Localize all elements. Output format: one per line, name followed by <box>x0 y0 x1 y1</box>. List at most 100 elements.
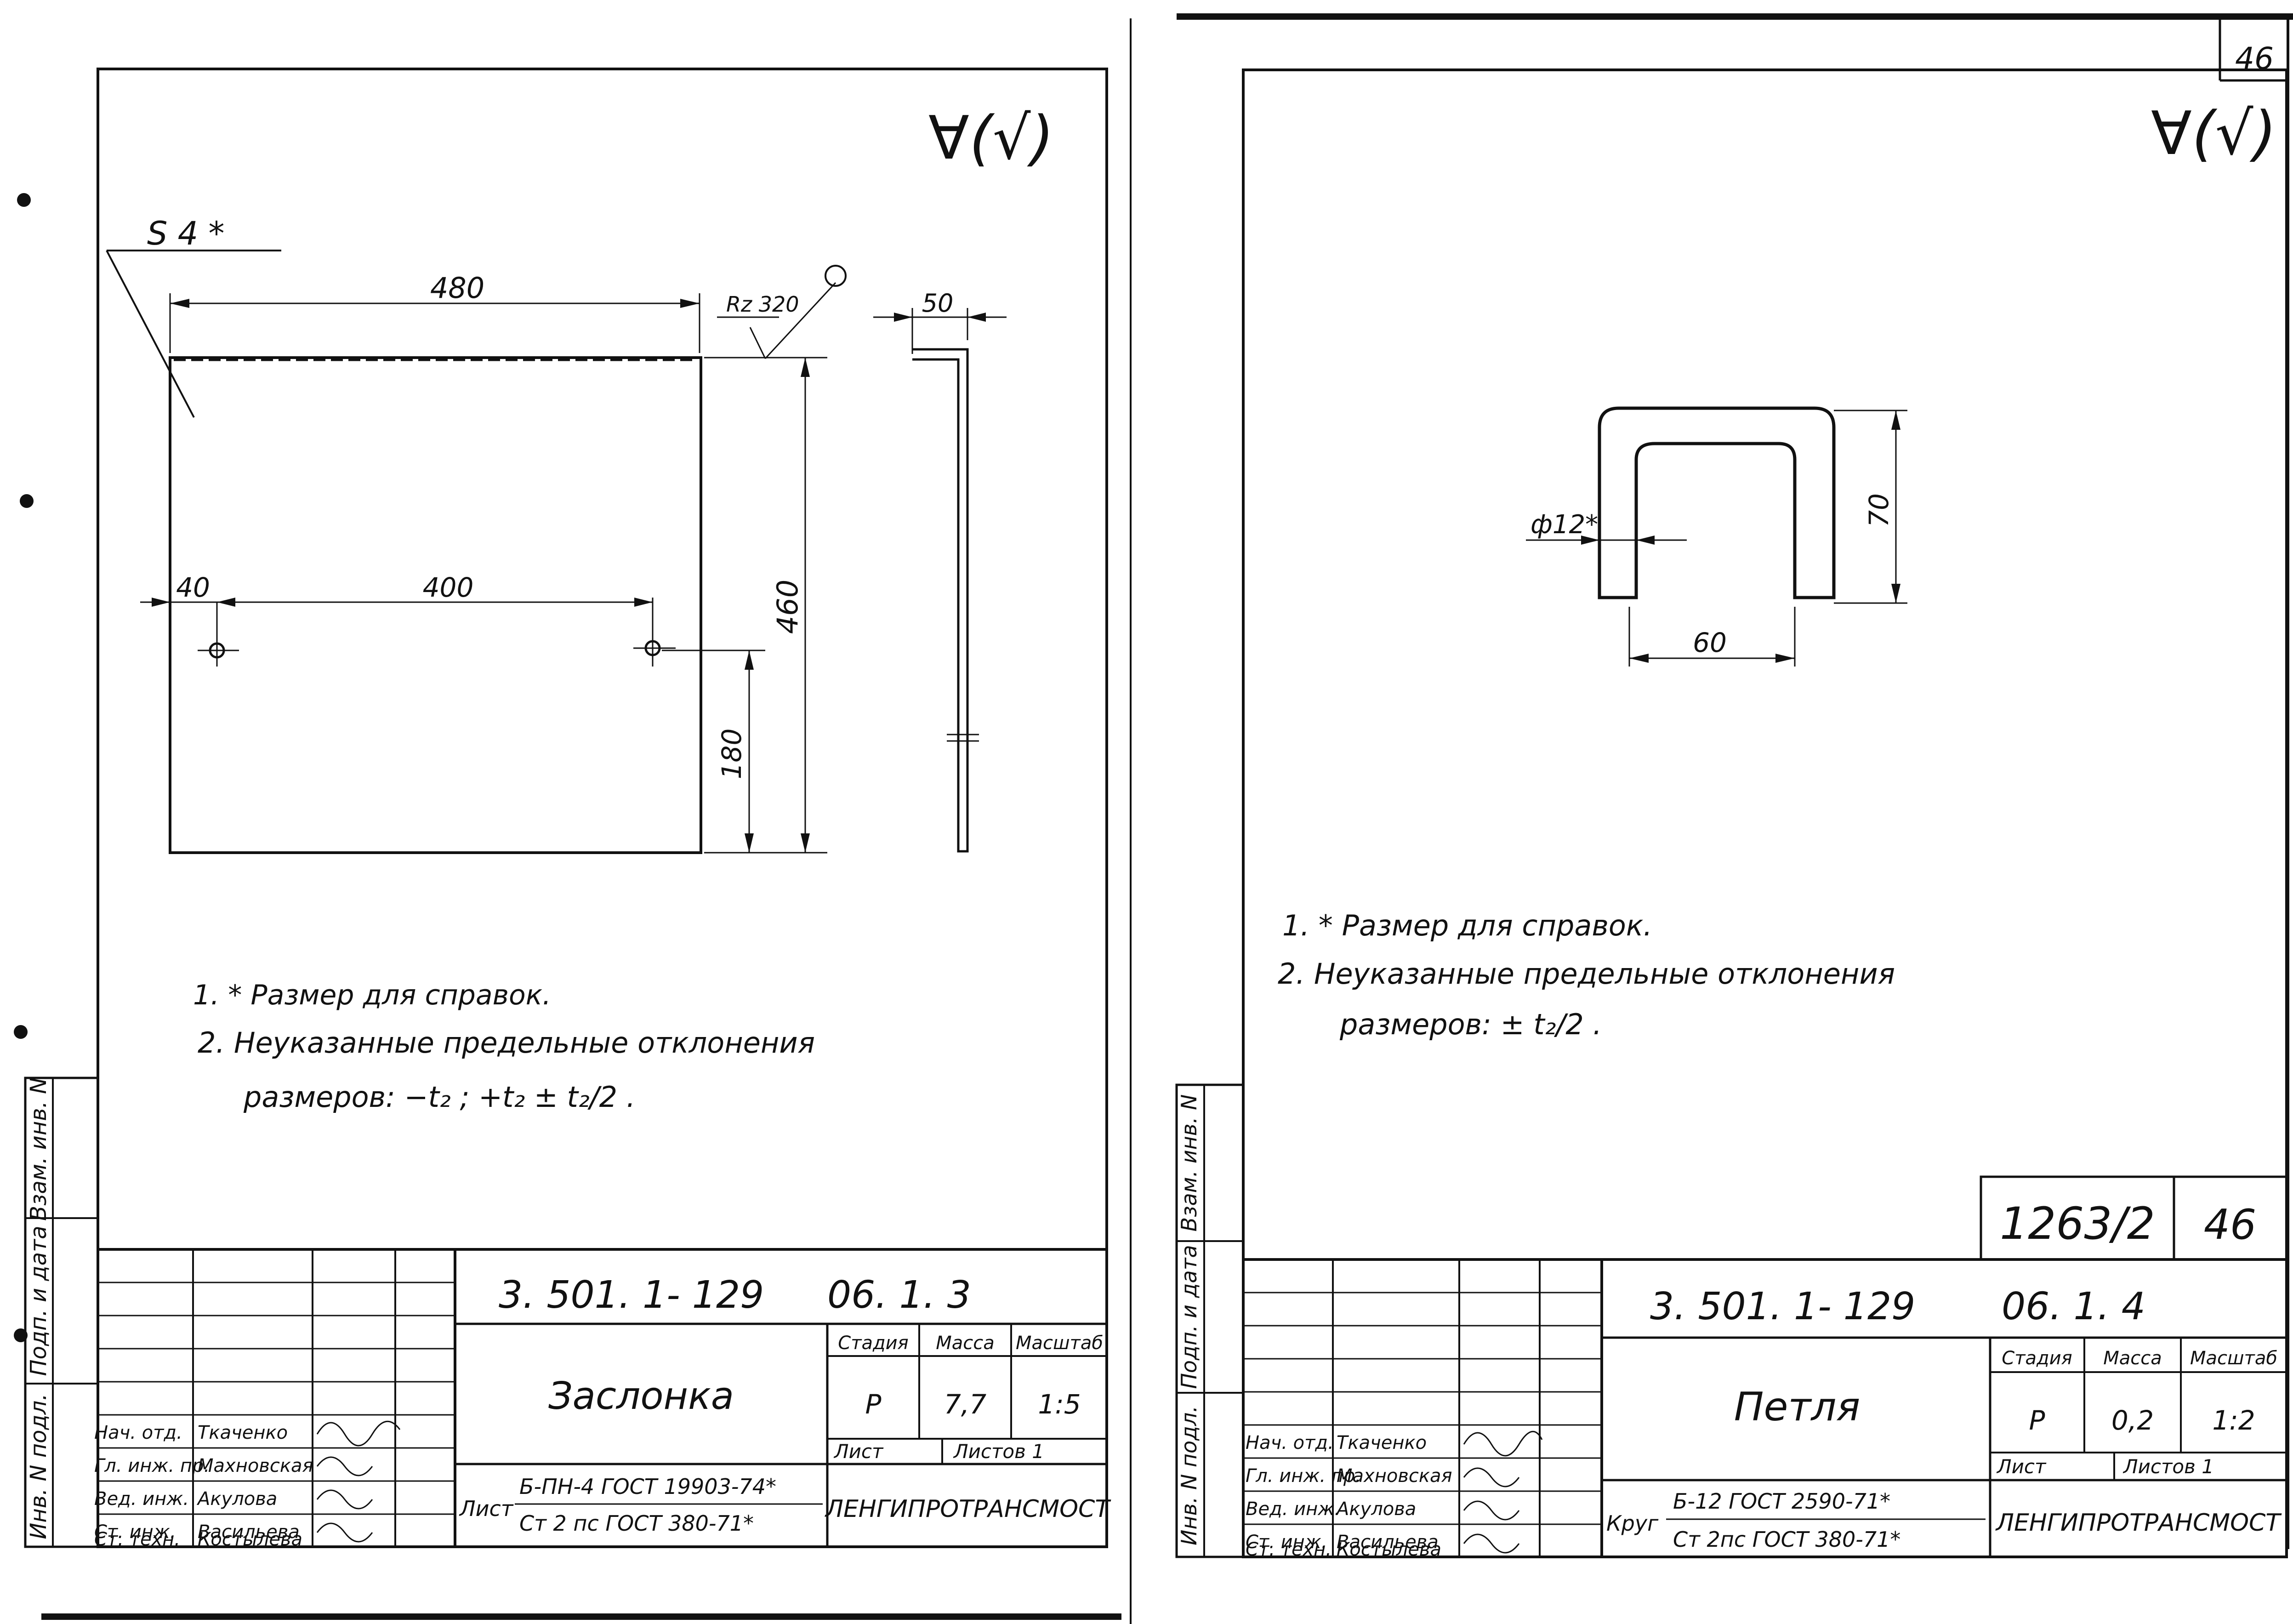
dim-arrow <box>634 598 653 607</box>
dim-arrow <box>1775 654 1795 663</box>
right-tb-material-prefix: Круг <box>1606 1511 1659 1536</box>
right-side-strip <box>1175 1083 1245 1558</box>
right-tb-sheet-code: 06. 1. 4 <box>2002 1285 2145 1328</box>
left-tb-material-top: Б-ПН-4 ГОСТ 19903-74* <box>519 1474 776 1499</box>
left-role: Нач. отд. <box>94 1422 182 1443</box>
signature <box>316 1489 373 1510</box>
right-tb-mass-label: Масса <box>2103 1348 2162 1369</box>
left-person: Акулова <box>196 1488 277 1510</box>
side-label-sign: Подп. и дата <box>1177 1245 1201 1389</box>
left-person: Махновская <box>198 1455 313 1476</box>
right-tb-stage: Р <box>2029 1405 2045 1436</box>
right-tb-org: ЛЕНГИПРОТРАНСМОСТ <box>1995 1509 2282 1537</box>
side-label-inv: Инв. N подл. <box>26 1393 51 1539</box>
left-note-2: 2. Неуказанные предельные отклонения <box>198 1026 815 1060</box>
right-tb-mass: 0,2 <box>2111 1405 2154 1436</box>
right-role: Ст. инж. <box>1246 1532 1327 1553</box>
roughness-leader <box>764 282 836 359</box>
left-role: Ст. инж. <box>94 1521 176 1543</box>
dim-loop-height-label: 70 <box>1863 493 1895 527</box>
left-tb-mass-label: Масса <box>936 1333 995 1354</box>
right-sheet: ∀(√) 70 60 ф12* 1. * Размер для справок.… <box>1175 68 2288 1560</box>
left-title-block: 3. 501. 1- 129 06. 1. 3 Заслонка Стадия … <box>94 1248 1112 1550</box>
right-note-1: 1. * Размер для справок. <box>1282 909 1652 942</box>
signature <box>1463 1430 1543 1457</box>
dim-flange-label: 50 <box>922 289 954 318</box>
left-side-strip <box>24 1077 99 1548</box>
left-note-1: 1. * Размер для справок. <box>193 979 551 1011</box>
dim-arrow <box>1629 654 1649 663</box>
right-tb-material-bottom: Ст 2пс ГОСТ 380-71* <box>1673 1527 1900 1552</box>
right-tb-name: Петля <box>1734 1384 1860 1430</box>
right-tb-sheets-label: Листов 1 <box>2122 1455 2214 1478</box>
right-role: Вед. инж. <box>1246 1499 1340 1520</box>
left-tb-stage-label: Стадия <box>838 1333 908 1354</box>
dim-arrow <box>801 358 810 377</box>
left-tb-sheet-code: 06. 1. 3 <box>827 1273 971 1317</box>
dim-width-label: 480 <box>430 271 484 305</box>
right-note-2: 2. Неуказанные предельные отклонения <box>1278 957 1895 991</box>
dim-arrow <box>680 299 700 308</box>
left-tb-code: 3. 501. 1- 129 <box>499 1273 764 1317</box>
plate-side-profile <box>912 348 969 853</box>
side-label-repl: Взам. инв. N <box>1177 1094 1201 1232</box>
left-tb-material-bottom: Ст 2 пс ГОСТ 380-71* <box>519 1511 754 1536</box>
dim-spacing-label: 400 <box>423 572 474 603</box>
right-tb-scale-label: Масштаб <box>2190 1348 2277 1369</box>
stamp-number: 1263/2 <box>2000 1198 2155 1249</box>
side-label-repl: Взам. инв. N <box>26 1077 51 1221</box>
right-person: Ткаченко <box>1337 1432 1427 1453</box>
signature <box>316 1420 401 1447</box>
left-role: Гл. инж. пр. <box>94 1455 210 1476</box>
right-role: Гл. инж. пр. <box>1246 1465 1361 1487</box>
left-person: Ткаченко <box>198 1422 288 1443</box>
right-role: Ст. техн. <box>1246 1539 1331 1560</box>
thickness-label: S 4 * <box>147 215 224 252</box>
right-note-3: размеров: ± t₂/2 . <box>1339 1008 1602 1041</box>
right-tb-stage-label: Стадия <box>2002 1348 2072 1369</box>
right-frame <box>1242 68 2288 1558</box>
left-surface-symbol: ∀(√) <box>928 103 1054 173</box>
stamp-sheet: 46 <box>2204 1201 2257 1249</box>
dim-arrow <box>801 833 810 853</box>
dim-arrow <box>1891 584 1900 603</box>
plate-outline <box>169 356 702 854</box>
dim-arrow <box>1581 536 1599 545</box>
roughness-circle <box>825 265 847 287</box>
dim-arrow <box>745 833 754 853</box>
punch-hole <box>20 494 34 508</box>
left-person: Васильева <box>198 1521 300 1543</box>
signature <box>1463 1500 1520 1521</box>
side-label-inv: Инв. N подл. <box>1177 1406 1201 1545</box>
left-tb-scale-label: Масштаб <box>1016 1333 1103 1354</box>
left-person: Костылева <box>198 1529 302 1550</box>
roughness-label: Rz 320 <box>726 292 799 317</box>
roughness-leader <box>749 327 766 359</box>
right-tb-material-top: Б-12 ГОСТ 2590-71* <box>1673 1489 1890 1514</box>
punch-hole <box>17 193 31 207</box>
right-person: Васильева <box>1337 1532 1439 1553</box>
punch-hole <box>14 1025 28 1039</box>
signature <box>1463 1467 1520 1487</box>
dim-offset-label: 40 <box>176 572 210 603</box>
right-title-block: 3. 501. 1- 129 06. 1. 4 Петля Стадия Мас… <box>1243 1258 2287 1560</box>
thickness-leader <box>106 250 195 418</box>
dim-arrow <box>894 313 912 322</box>
right-tb-sheet-label: Лист <box>1996 1455 2047 1478</box>
dim-arrow <box>745 650 754 670</box>
left-tb-org: ЛЕНГИПРОТРАНСМОСТ <box>825 1495 1112 1523</box>
right-person: Махновская <box>1337 1465 1452 1487</box>
signature <box>316 1456 373 1476</box>
left-tb-sheet-label: Лист <box>833 1440 884 1463</box>
punch-hole <box>14 1328 28 1342</box>
left-tb-sheets-label: Листов 1 <box>953 1440 1044 1463</box>
left-sheet: ∀(√) S 4 * 480 Rz 320 460 <box>24 68 1112 1550</box>
left-tb-mass: 7,7 <box>944 1389 986 1420</box>
right-role: Нач. отд. <box>1246 1432 1334 1453</box>
dim-hole-height-label: 180 <box>716 729 747 780</box>
left-role: Ст. техн. <box>94 1529 180 1550</box>
left-tb-scale: 1:5 <box>1038 1389 1081 1420</box>
left-tb-stage: Р <box>865 1389 882 1420</box>
dim-diameter-label: ф12* <box>1531 510 1598 540</box>
